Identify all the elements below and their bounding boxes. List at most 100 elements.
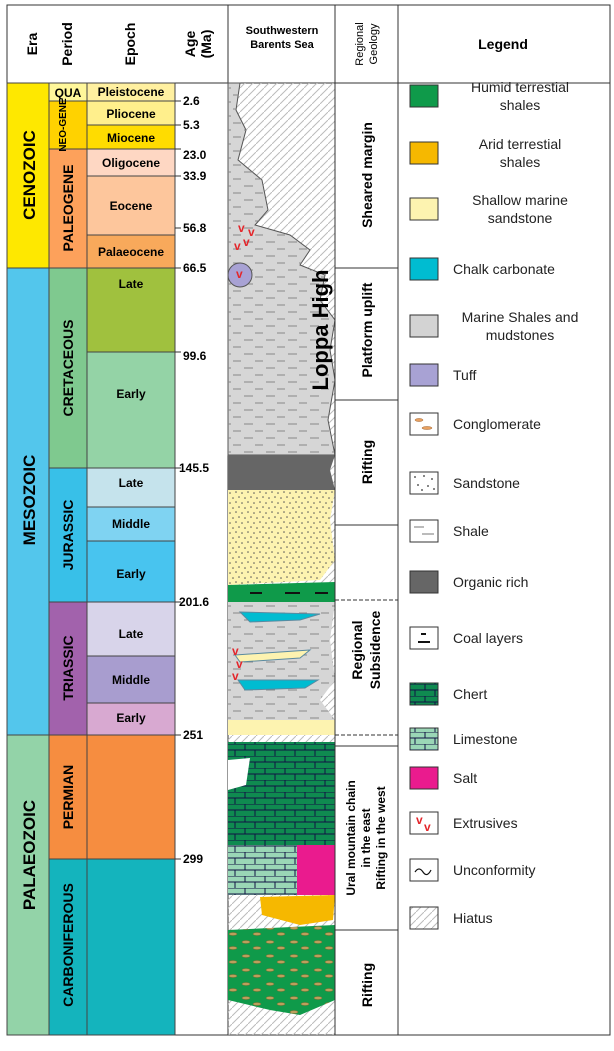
- svg-text:v: v: [243, 235, 250, 249]
- epoch-permian: [87, 735, 175, 859]
- legend-label: Sandstone: [453, 475, 520, 491]
- regional-rifting-1: Rifting: [359, 440, 375, 484]
- epoch-label-triassic-late: Late: [119, 627, 144, 641]
- regional-ural: Ural mountain chain in the east Rifting …: [344, 780, 388, 895]
- period-label-permian: PERMIAN: [60, 765, 76, 830]
- legend-label: Unconformity: [453, 862, 535, 878]
- period-label-paleogene: PALEOGENE: [60, 165, 76, 252]
- legend-label: Shale: [453, 523, 489, 539]
- legend-label: Limestone: [453, 731, 518, 747]
- svg-text:Southwestern: Southwestern: [246, 25, 319, 37]
- svg-text:v: v: [238, 221, 245, 235]
- regional-platform-uplift: Platform uplift: [359, 282, 375, 377]
- legend-item: Organic rich: [410, 571, 528, 593]
- svg-text:Geology: Geology: [368, 23, 380, 64]
- svg-text:v: v: [424, 820, 431, 834]
- legend-item: Tuff: [410, 364, 476, 386]
- legend-swatch-unconformity: [410, 859, 438, 881]
- legend-label: Coal layers: [453, 630, 523, 646]
- legend-label: Arid terrestialshales: [479, 136, 561, 170]
- svg-text:Rifting in the west: Rifting in the west: [374, 786, 388, 889]
- era-label-cenozoic: CENOZOIC: [20, 130, 39, 220]
- era-label-palaeozoic: PALAEOZOIC: [20, 800, 39, 910]
- legend-label: Chert: [453, 686, 487, 702]
- header-legend: Legend: [478, 36, 528, 52]
- regional-rifting-2: Rifting: [359, 963, 375, 1007]
- legend-swatch-chert: [410, 683, 438, 705]
- legend-swatch-chalk: [410, 258, 438, 280]
- age-33-9: 33.9: [183, 169, 207, 183]
- legend-swatch-sand: [410, 198, 438, 220]
- legend-label: Salt: [453, 770, 477, 786]
- svg-text:Barents Sea: Barents Sea: [250, 39, 314, 51]
- legend-item: vv Extrusives: [410, 812, 518, 834]
- epoch-label-triassic-middle: Middle: [112, 673, 150, 687]
- legend-label: Hiatus: [453, 910, 493, 926]
- legend-label: Shallow marinesandstone: [472, 192, 568, 226]
- epoch-label-jurassic-early: Early: [116, 567, 146, 581]
- legend-item: Chalk carbonate: [410, 258, 555, 280]
- period-label-neogene: NEO-GENE: [58, 98, 69, 152]
- legend-swatch-organic: [410, 571, 438, 593]
- epoch-label-cretaceous-late: Late: [119, 277, 144, 291]
- header-era: Era: [24, 33, 40, 56]
- epoch-carboniferous: [87, 859, 175, 1035]
- svg-text:Ural mountain chain: Ural mountain chain: [344, 780, 358, 895]
- age-201-6: 201.6: [179, 595, 209, 609]
- header-age: Age (Ma): [182, 30, 214, 59]
- age-299: 299: [183, 852, 203, 866]
- age-145-5: 145.5: [179, 461, 209, 475]
- legend-swatch-coal: [410, 627, 438, 649]
- period-label-jurassic: JURASSIC: [60, 500, 76, 571]
- epoch-label-miocene: Miocene: [107, 131, 155, 145]
- legend-swatch-hiatus: [410, 907, 438, 929]
- epoch-label-pleistocene: Pleistocene: [98, 85, 165, 99]
- epoch-label-cretaceous-early: Early: [116, 387, 146, 401]
- legend-label: Extrusives: [453, 815, 518, 831]
- legend-swatch-extrusives: vv: [410, 812, 438, 834]
- period-label-cretaceous: CRETACEOUS: [60, 320, 76, 417]
- legend-swatch-shale: [410, 520, 438, 542]
- age-2-6: 2.6: [183, 94, 200, 108]
- svg-text:v: v: [234, 239, 241, 253]
- svg-text:in the east: in the east: [359, 808, 373, 867]
- age-99-6: 99.6: [183, 349, 207, 363]
- header-column: Southwestern Barents Sea: [246, 25, 319, 51]
- legend-swatch-tuff: [410, 364, 438, 386]
- column-label-loppa-high: Loppa High: [308, 270, 333, 391]
- lithology-column: vv vv v vvv Loppa High: [228, 83, 335, 1035]
- legend-label: Chalk carbonate: [453, 261, 555, 277]
- header-regional: Regional Geology: [354, 22, 380, 65]
- legend-item: Shale: [410, 520, 489, 542]
- legend-item: Hiatus: [410, 907, 493, 929]
- age-5-3: 5.3: [183, 118, 200, 132]
- epoch-label-palaeocene: Palaeocene: [98, 245, 164, 259]
- legend-item: Chert: [410, 683, 487, 705]
- age-56-8: 56.8: [183, 221, 207, 235]
- legend-label: Conglomerate: [453, 416, 541, 432]
- legend-item: Limestone: [410, 728, 518, 750]
- legend-item: Unconformity: [410, 859, 535, 881]
- svg-text:v: v: [416, 813, 423, 827]
- epoch-label-oligocene: Oligocene: [102, 156, 160, 170]
- period-label-triassic: TRIASSIC: [60, 635, 76, 700]
- epoch-label-jurassic-late: Late: [119, 476, 144, 490]
- age-251: 251: [183, 728, 203, 742]
- svg-text:v: v: [232, 669, 239, 683]
- legend-swatch-humid: [410, 85, 438, 107]
- age-66-5: 66.5: [183, 261, 207, 275]
- period-label-carboniferous: CARBONIFEROUS: [60, 883, 76, 1007]
- period-label-qua: QUA: [55, 86, 82, 100]
- svg-text:v: v: [236, 267, 243, 281]
- epoch-label-triassic-early: Early: [116, 711, 146, 725]
- header-epoch: Epoch: [122, 23, 138, 66]
- legend-item: Sandstone: [410, 472, 520, 494]
- era-label-mesozoic: MESOZOIC: [20, 455, 39, 546]
- epoch-label-pliocene: Pliocene: [106, 107, 156, 121]
- svg-text:v: v: [232, 644, 239, 658]
